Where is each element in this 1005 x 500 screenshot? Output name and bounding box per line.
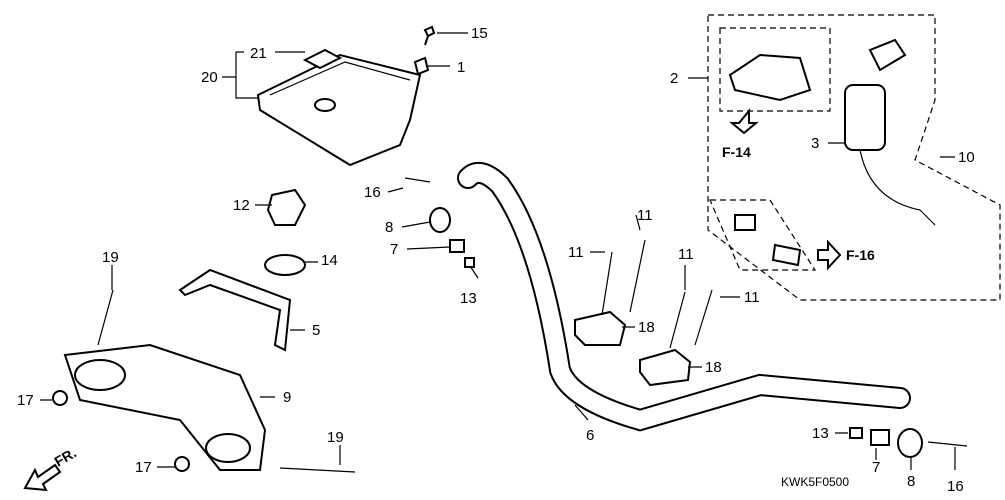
bolt-part: [669, 291, 686, 349]
bridge-hole: [74, 359, 126, 391]
front-arrow-icon: [23, 463, 62, 492]
key-cylinder-part: [734, 214, 802, 267]
collar-part: [449, 239, 465, 253]
callout-1: 1: [457, 59, 465, 76]
screw-15-part: [423, 25, 436, 46]
callout-17: 17: [17, 392, 34, 409]
nut-part: [464, 257, 475, 268]
callout-7: 7: [390, 241, 398, 258]
callout-11: 11: [678, 246, 694, 263]
callout-12: 12: [233, 197, 250, 214]
bolt-16-part: [927, 441, 968, 447]
reference-f16: F-16: [846, 247, 875, 263]
cap-nut-part: [266, 188, 307, 226]
bolt-part: [694, 289, 713, 346]
collar-part: [870, 429, 890, 446]
callout-11: 11: [637, 207, 653, 224]
callout-7: 7: [872, 459, 880, 476]
callout-16: 16: [364, 184, 381, 201]
callout-13: 13: [812, 425, 829, 442]
callout-labels: 21 20 15 1 2 3 10 16 12 8 7 14 13 11 11 …: [17, 25, 975, 495]
grommet-1-part: [413, 56, 430, 76]
callout-11: 11: [568, 244, 584, 261]
callout-19: 19: [102, 249, 119, 266]
holder-part: [574, 310, 627, 346]
callout-17: 17: [135, 459, 152, 476]
nut-part: [849, 427, 863, 439]
ignition-switch-group-outline: [707, 14, 1001, 301]
weight-part: [897, 428, 923, 458]
callout-2: 2: [670, 70, 678, 87]
callout-16: 16: [947, 478, 964, 495]
callout-20: 20: [201, 69, 218, 86]
bolt-part: [97, 289, 114, 346]
key-cylinder-box: [709, 199, 817, 271]
washer-part: [264, 254, 306, 276]
weight-part: [429, 207, 451, 233]
callout-3: 3: [811, 135, 819, 152]
f14-arrow-icon: [729, 108, 759, 135]
bracket-part: [178, 268, 292, 352]
callout-5: 5: [312, 322, 320, 339]
callout-14: 14: [321, 252, 338, 269]
callout-18: 18: [705, 359, 722, 376]
callout-6: 6: [586, 427, 594, 444]
diagram-code: KWK5F0500: [781, 475, 849, 489]
holder-part: [639, 348, 692, 387]
bolt-16-part: [404, 177, 431, 183]
nut-part: [52, 390, 68, 406]
callout-11: 11: [744, 289, 760, 306]
callout-8: 8: [907, 473, 915, 490]
ignition-switch-part: [844, 38, 936, 226]
bolt-part: [629, 239, 646, 313]
callout-9: 9: [283, 389, 291, 406]
callout-15: 15: [471, 25, 488, 42]
leader-lines: [40, 32, 956, 470]
bolt-part: [279, 467, 356, 473]
nut-part: [174, 456, 190, 472]
callout-19: 19: [327, 429, 344, 446]
meter-cover-part: [256, 48, 422, 167]
bridge-hole: [205, 433, 251, 463]
key-cover-box: [719, 27, 831, 112]
callout-8: 8: [385, 219, 393, 236]
reference-f14: F-14: [722, 144, 751, 160]
callout-18: 18: [638, 319, 655, 336]
callout-10: 10: [958, 149, 975, 166]
bolt-part: [601, 251, 613, 316]
callout-13: 13: [460, 290, 477, 307]
key-cover-part: [728, 53, 812, 102]
f16-arrow-icon: [817, 239, 842, 271]
callout-21: 21: [250, 45, 267, 62]
